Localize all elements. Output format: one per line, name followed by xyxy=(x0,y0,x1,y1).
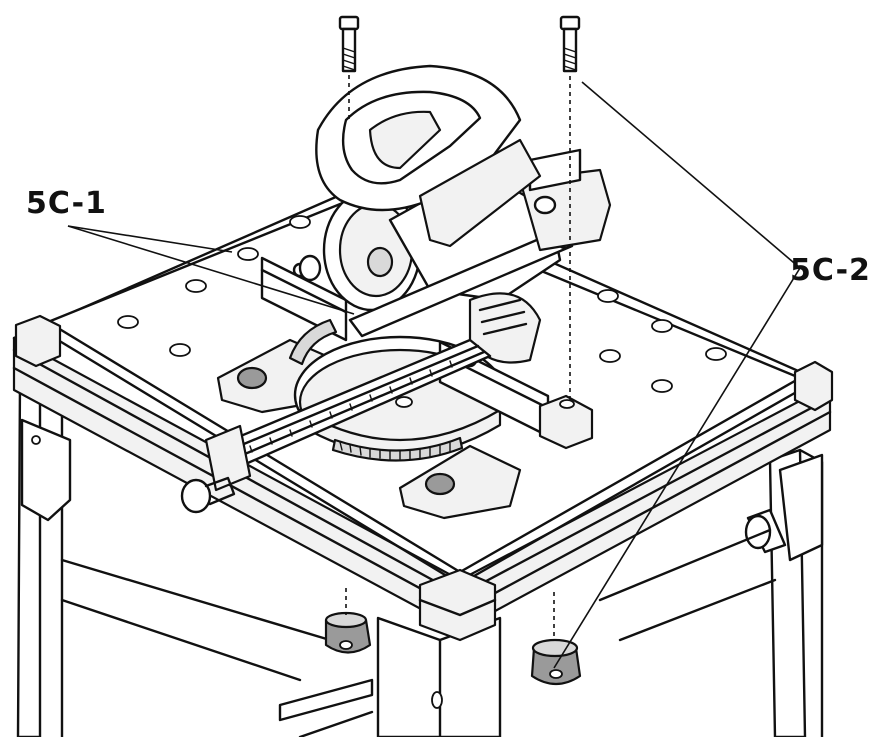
rubber-foot-right xyxy=(530,638,582,686)
callout-5c-1: 5C-1 xyxy=(26,186,107,221)
bolt-right xyxy=(559,15,581,73)
leader-lines xyxy=(67,81,801,669)
rubber-foot-left xyxy=(324,611,372,654)
alignment-lines xyxy=(345,75,571,640)
callout-5c-2: 5C-2 xyxy=(790,253,871,288)
miter-saw xyxy=(180,64,612,520)
stand-legs xyxy=(16,378,824,737)
bolt-left xyxy=(338,15,360,73)
